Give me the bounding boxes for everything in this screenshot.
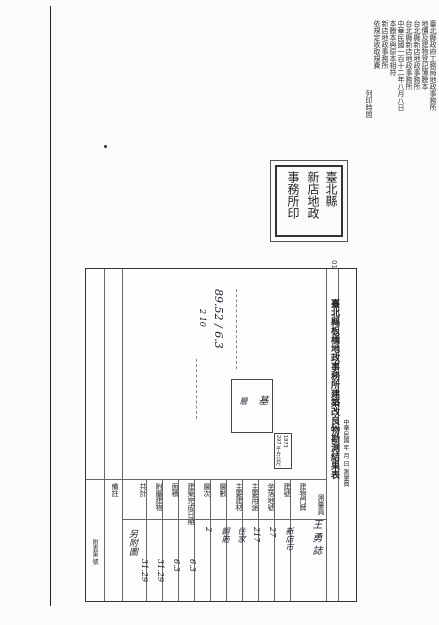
seal-text: 臺北縣 — [324, 171, 338, 207]
row-label: 建物門牌 — [299, 483, 307, 511]
scribble-mark — [236, 289, 237, 369]
entry-value: 31.29 — [140, 559, 149, 582]
row-label: 附屬建物 — [155, 483, 163, 511]
note-line: 本謄本與原本相符 — [389, 20, 397, 76]
note-line: 台北縣新店地政事務所 — [405, 20, 413, 90]
entry-value: 31.29 — [156, 559, 165, 582]
row-label: 建築完成日期 — [187, 483, 195, 525]
row-label: 面積 — [171, 483, 179, 497]
official-seal: 臺北縣 新店地政 事務所印 — [270, 160, 348, 242]
row-label: 層次 — [203, 483, 211, 497]
row-label: 共計 — [139, 483, 147, 497]
plan-label: 層 — [239, 397, 248, 405]
note-line: 地價及建物登記簿謄本 — [421, 20, 429, 90]
hand-note: 89.52 / 6.3 — [212, 289, 225, 349]
row-label: 備註 — [111, 483, 119, 497]
entry-value: 鋼筋 — [221, 527, 230, 543]
row-label: 層數 — [219, 483, 227, 497]
row-label: 主要建材 — [235, 483, 243, 511]
note-line: 列印時間 — [365, 90, 373, 118]
scribble-mark — [196, 359, 197, 419]
note-line: 依規定收取規費 — [373, 20, 381, 69]
building-outline — [231, 379, 273, 433]
seal-text: 事務所印 — [286, 171, 300, 219]
surveyor-label: 測量員 — [317, 494, 325, 515]
entry-value: 6.3 — [172, 559, 181, 572]
hand-note: 2 10 — [198, 309, 207, 327]
row-label: 坐落地號 — [267, 483, 275, 511]
form-header-note: 中華民國 年 月 日 測量員 — [342, 419, 349, 487]
scan-edge-line — [50, 6, 51, 606]
area-box — [274, 433, 292, 469]
entry-value: 住家 — [237, 527, 246, 543]
note-line: 中華民國一百十二年八月八日 — [397, 20, 405, 111]
area-note: 297 平方公尺 — [275, 435, 281, 467]
entry-value: 217 — [252, 527, 261, 543]
note-line: 台北縣新店地政事務所 — [413, 20, 421, 90]
survey-form: 臺北縣板橋地政事務所建築改良物勘測結果表 中華民國 年 月 日 測量員 測量員 … — [85, 268, 357, 602]
entry-value: 27 — [268, 527, 277, 538]
note-line: 新店地政事務所 — [381, 20, 389, 69]
entry-value: 2 — [204, 527, 213, 533]
form-title: 臺北縣板橋地政事務所建築改良物勘測結果表 — [329, 299, 339, 479]
surveyor-signature: 王 勇 誌 — [310, 519, 321, 556]
entry-value: 新店市 — [285, 527, 294, 551]
side-notes: 臺北縣政府工務局地政事務所 地價及建物登記簿謄本 台北縣新店地政事務所 台北縣新… — [360, 20, 437, 150]
note-line: 臺北縣政府工務局地政事務所 — [429, 20, 437, 111]
seal-text: 新店地政 — [306, 171, 320, 219]
area-note: 1973 — [282, 435, 288, 448]
row-label: 主要用途 — [251, 483, 259, 511]
row-label: 建號 — [283, 483, 291, 497]
bottom-label: 附表第 號 — [91, 539, 98, 565]
scan-speck — [104, 145, 107, 148]
plan-label: 基 — [256, 395, 267, 405]
attachment-note: 另附圖 — [127, 529, 137, 556]
entry-value: 6.3 — [188, 559, 197, 572]
